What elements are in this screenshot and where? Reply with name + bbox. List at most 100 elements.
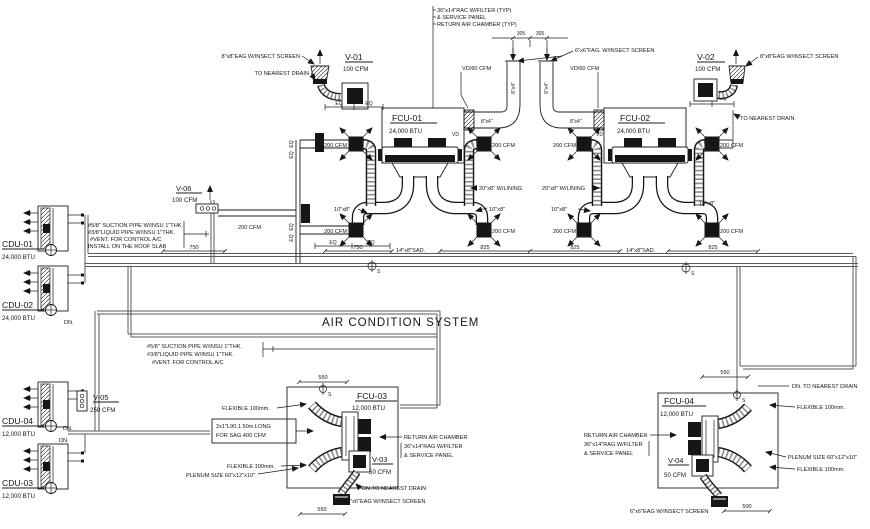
flexible-callout: FLEXIBLE 100mm. [797, 467, 845, 473]
drain-callout: TO NEAREST DRAIN [255, 71, 310, 77]
vd-label: VD [452, 132, 459, 138]
left-supply-riser: EQ EQ EQ EQ 200 CFM [218, 133, 349, 263]
dim-500: 500 [742, 504, 751, 510]
sag-note-line: 2x1"L90,1.50m.LONG [216, 424, 271, 430]
dim-550: 550 [720, 370, 729, 376]
plenum-callout: PLENUM SIZE 60"x12"x10" [186, 473, 255, 479]
dn-label: DN. [64, 320, 74, 326]
diffuser-flow: 200 CFM [553, 143, 576, 149]
dim-750: 750 [353, 245, 362, 251]
diffuser-flow: 200 CFM [324, 143, 347, 149]
dim-825: 825 [480, 245, 489, 251]
duct-size-label: 8"x4" [481, 119, 493, 125]
unit-boundary [657, 392, 779, 489]
centerline-symbol: S [319, 383, 332, 398]
vd-60-label: VD/60 CFM [462, 66, 492, 72]
drawing-title: AIR CONDITION SYSTEM [322, 317, 479, 329]
plenum-callout: PLENUM SIZE 60"x12"x10" [788, 455, 857, 461]
duct-size-label: 8"x4" [511, 82, 517, 94]
eq-mark: EQ [289, 223, 295, 230]
lining-labels: 20"x8" W/LINING 20"x8" W/LINING [470, 185, 600, 192]
dim-305: 305 [536, 31, 545, 37]
branch-flow-label: 200 CFM [238, 225, 261, 231]
fcu1-capacity: 24,000 BTU [389, 128, 422, 135]
dim-550: 550 [318, 375, 327, 381]
eq-mark: EQ [365, 101, 372, 107]
eag-callout: 8"x8"EAG W/INSECT SCREEN [760, 54, 838, 60]
v1-tag: V-01 [345, 52, 363, 62]
sad-size-label: 14"x8"SAD. [626, 248, 656, 254]
lining-size-label: 20"x8" W/LINING [542, 186, 585, 192]
diffuser-flow: 200 CFM [492, 229, 515, 235]
section-mark: S [377, 269, 381, 275]
v6-register: V-06 100 CFM [172, 184, 219, 214]
duct-damper-icon [301, 204, 310, 223]
fcu4-capacity: 12,000 BTU [660, 411, 693, 418]
flex-size-label: 10"x8" [551, 207, 567, 213]
cdu-units: CDU-01 24,000 BTU CDU-02 24,000 BTU DN. … [2, 206, 84, 500]
rac-note-line: & SERVICE PANEL [584, 451, 633, 457]
dn-label: DN. [59, 438, 69, 444]
dim-825: 825 [708, 245, 717, 251]
rac-note-line: RETURN AIR CHAMBER [584, 433, 647, 439]
v6-flow: 100 CFM [172, 197, 197, 204]
section-mark: S [328, 392, 332, 398]
note-line: #5/8" SUCTION PIPE W/INSU 1"THK. [88, 223, 183, 229]
fcu2-tag: FCU-02 [620, 113, 650, 123]
mid-pipe-notes: #5/8" SUCTION PIPE W/INSU 1"THK. #3/8"LI… [147, 342, 435, 366]
sag-note-line: FOR SAG 400 CFM [216, 433, 266, 439]
dim-825: 825 [570, 245, 579, 251]
v4-flow: 50 CFM [664, 472, 686, 479]
v2-flow: 100 CFM [695, 66, 720, 73]
volume-damper-icon [593, 109, 605, 131]
eq-mark: EQ [289, 151, 295, 158]
cdu2-tag: CDU-02 [2, 300, 33, 310]
eag-callout: 8"x8"EAG W/INSECT SCREEN [222, 54, 300, 60]
roof-cap-icon [333, 494, 350, 505]
drain-callout: TO NEAREST DRAIN [740, 116, 795, 122]
flexible-callout: FLEXIBLE 100mm. [797, 405, 845, 411]
v4-tag: V-04 [668, 456, 683, 465]
flexible-callout: FLEXIBLE 100mm. [227, 464, 275, 470]
lining-size-label: 20"x8" W/LINING [479, 186, 522, 192]
duct-damper-icon [315, 133, 324, 152]
v1-flow: 100 CFM [343, 66, 368, 73]
refrigerant-piping [67, 200, 858, 453]
v1-exhaust-assembly: 8"x8"EAG W/INSECT SCREEN TO NEAREST DRAI… [222, 49, 384, 110]
v5-register: V-05 250 CFM [76, 390, 119, 414]
eq-mark: EQ [289, 140, 295, 147]
eag-callout: 6"x6"EAG W/INSECT SCREEN [347, 499, 425, 505]
diffuser-flow: 200 CFM [324, 229, 347, 235]
fag-callout: 6"x6"FAG. W/INSECT SCREEN [575, 48, 654, 54]
eag-callout: 6"x6"EAG W/INSECT SCREEN [630, 509, 708, 515]
return-air-callout: 36"x14"RAC W/FILTER (TYP) & SERVICE PANE… [432, 6, 517, 108]
sag-note-box [211, 418, 297, 444]
dimension-row: 750 750 825 825 825 EQ EQ S S [160, 240, 761, 277]
rac-filter-note: 36"x14"RAC W/FILTER (TYP) [437, 8, 512, 14]
cdu1-tag: CDU-01 [2, 239, 33, 249]
v5-tag: V-05 [93, 393, 108, 402]
note-line: #VENT. FOR CONTROL A/C [152, 360, 224, 366]
rac-note-line: RETURN AIR CHAMBER [404, 435, 467, 441]
centerline-symbol: S [733, 389, 746, 404]
fcu4-tag: FCU-04 [664, 396, 694, 406]
section-mark: S [742, 398, 746, 404]
flex-size-label: 10"x8" [489, 207, 505, 213]
note-line: #5/8" SUCTION PIPE W/INSU 1"THK. [147, 344, 242, 350]
sad-size-label: 14"x8"SAD. [396, 248, 426, 254]
cdu2-capacity: 24,000 BTU [2, 315, 35, 322]
eq-mark: EQ [289, 234, 295, 241]
diffuser-flow: 200 CFM [492, 143, 515, 149]
grille-icon [76, 390, 88, 412]
flex-size-label: 10"x8" [334, 207, 350, 213]
diffuser-flow: 200 CFM [553, 229, 576, 235]
eq-mark: EQ [367, 240, 374, 246]
roof-pipe-notes: #5/8" SUCTION PIPE W/INSU 1"THK. #3/8"LI… [88, 221, 209, 250]
duct-size-label: 8"x4" [544, 82, 550, 94]
drain-callout: DN.TO NEAREST DRAIN [362, 486, 426, 492]
diffuser-flow: 200 CFM [720, 229, 743, 235]
rac-note-line: & SERVICE PANEL [404, 453, 453, 459]
rac-note-line: 36"x14"RAG W/FILTER [404, 444, 463, 450]
